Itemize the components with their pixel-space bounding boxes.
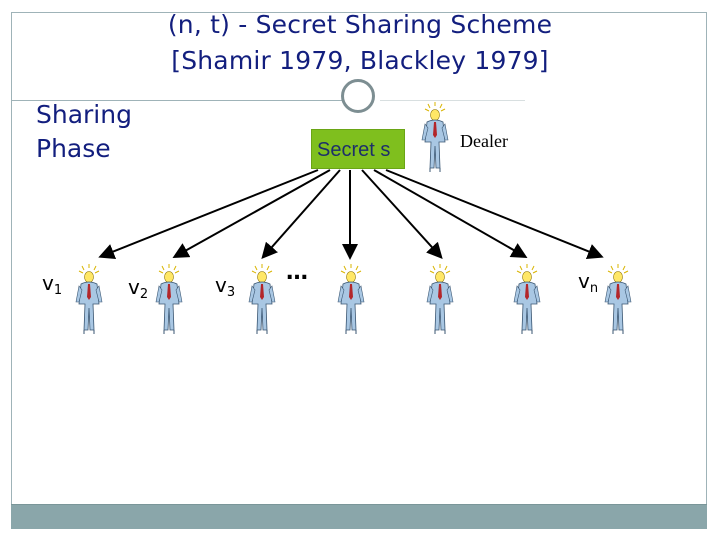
participant-label-subscript: 3 xyxy=(226,285,236,300)
participant-label-v3: v3 xyxy=(215,274,235,304)
participant-label-v2: v2 xyxy=(128,276,148,306)
slide-title: (n, t) - Secret Sharing Scheme [Shamir 1… xyxy=(12,6,708,100)
title-line-1: (n, t) - Secret Sharing Scheme xyxy=(167,10,553,39)
participant-label-base: v xyxy=(215,273,227,297)
title-divider-right xyxy=(380,100,525,101)
participant-3-person-icon xyxy=(248,264,276,334)
title-line-2: [Shamir 1979, Blackley 1979] xyxy=(171,46,549,75)
participant-label-base: v xyxy=(578,269,590,293)
participant-label-subscript: 2 xyxy=(139,287,149,302)
participant-n-person-icon xyxy=(604,264,632,334)
arrow-to-v3 xyxy=(261,169,341,259)
footer-bar xyxy=(11,504,707,529)
secret-box: Secret s xyxy=(311,129,405,169)
participant-label-v1: v1 xyxy=(42,272,62,302)
participant-label-subscript: n xyxy=(589,281,599,296)
phase-label: Sharing Phase xyxy=(36,98,132,166)
participant-5-person-icon xyxy=(426,264,454,334)
phase-label-line-1: Sharing xyxy=(36,100,132,129)
participant-6-person-icon xyxy=(513,264,541,334)
dealer-label: Dealer xyxy=(460,131,508,151)
ellipsis: … xyxy=(286,260,309,285)
arrow-to-p5 xyxy=(361,169,443,259)
ring-icon xyxy=(341,79,375,113)
phase-label-line-2: Phase xyxy=(36,134,111,163)
arrow-to-v2 xyxy=(172,169,331,258)
participant-4-person-icon xyxy=(337,264,365,334)
participant-label-base: v xyxy=(42,271,54,295)
participant-2-person-icon xyxy=(155,264,183,334)
participant-label-base: v xyxy=(128,275,140,299)
arrow-to-vn xyxy=(385,169,604,259)
secret-label: Secret s xyxy=(317,139,391,161)
arrow-to-v1 xyxy=(98,169,319,259)
dealer-person-icon xyxy=(421,102,449,172)
title-divider xyxy=(12,100,342,101)
participant-1-person-icon xyxy=(75,264,103,334)
arrow-to-p6 xyxy=(373,169,528,258)
participant-label-vn: vn xyxy=(578,270,598,300)
participant-label-subscript: 1 xyxy=(53,283,63,298)
